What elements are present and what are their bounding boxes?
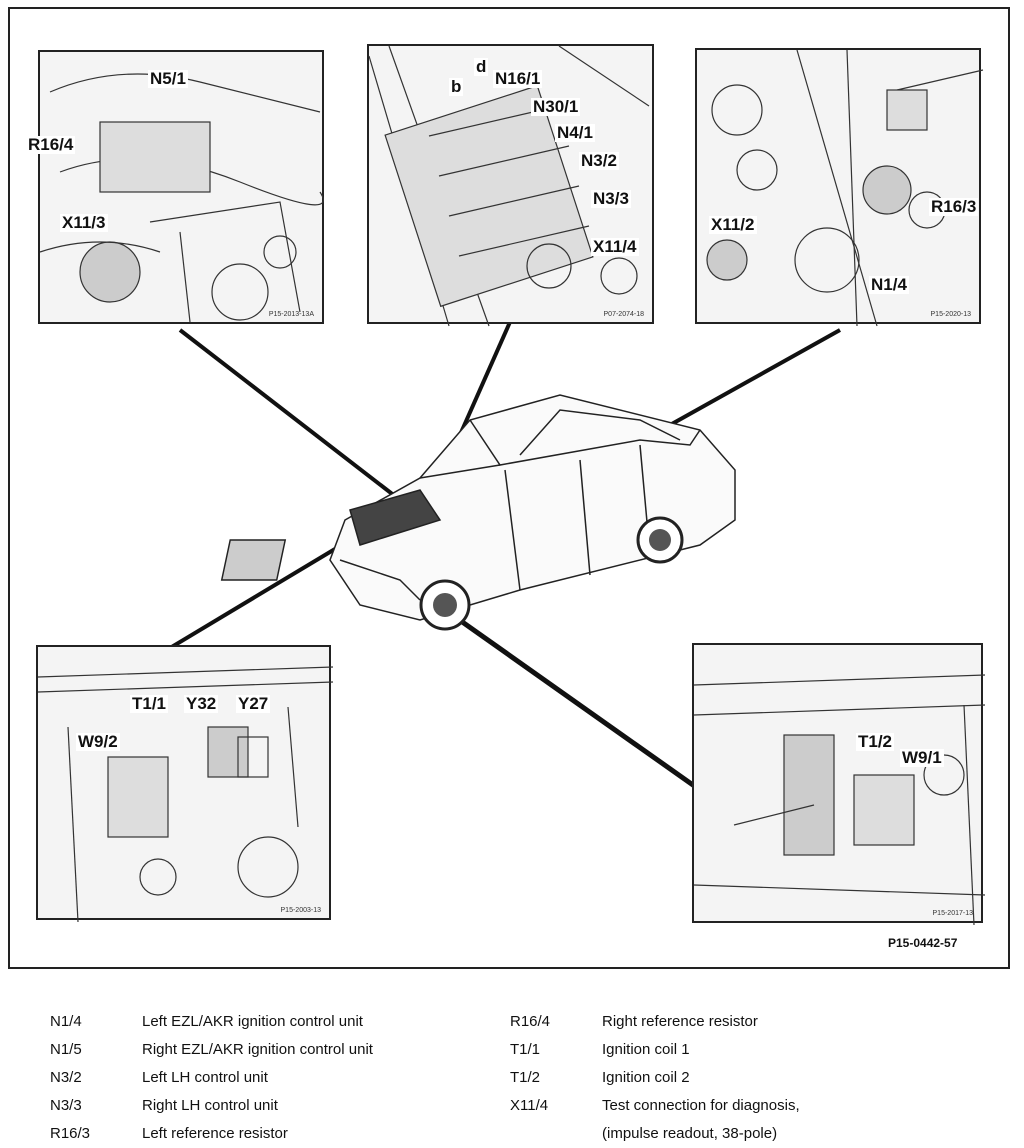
engine-detail-image <box>39 73 324 323</box>
legend-code: N3/3 <box>50 1097 82 1114</box>
label-n16-1: N16/1 <box>493 69 543 88</box>
label-n5-1: N5/1 <box>148 69 188 88</box>
panel-code: P15-2003-13 <box>280 907 321 914</box>
connector-bottom-left <box>168 538 352 650</box>
panel-top-left: N5/1 R16/4 X11/3 P15-2013-13A <box>26 50 324 324</box>
connector-top-left <box>178 328 402 502</box>
label-r16-3: R16/3 <box>929 197 979 216</box>
legend-code: X11/4 <box>510 1097 549 1114</box>
figure-id: P15-0442-57 <box>888 936 958 950</box>
legend-item: N1/5 Right EZL/AKR ignition control unit <box>50 1036 373 1064</box>
legend-item: X11/4 Test connection for diagnosis, <box>510 1092 800 1120</box>
label-n3-2: N3/2 <box>579 151 619 170</box>
legend-item: N3/3 Right LH control unit <box>50 1092 373 1120</box>
control-unit-detail-image <box>368 45 650 327</box>
legend-code: N1/5 <box>50 1041 82 1058</box>
legend-item: T1/1 Ignition coil 1 <box>510 1036 800 1064</box>
legend-code: T1/2 <box>510 1069 541 1086</box>
panel-bottom-left: T1/1 Y32 Y27 W9/2 P15-2003-13 <box>36 645 334 923</box>
panel-code: P15-2017-13 <box>932 910 973 917</box>
legend-desc: Test connection for diagnosis, <box>602 1097 800 1114</box>
label-n4-1: N4/1 <box>555 123 595 142</box>
label-y27: Y27 <box>236 694 271 713</box>
ignition-coil-detail-image <box>37 666 334 923</box>
label-n1-4: N1/4 <box>869 275 909 294</box>
legend-desc: Right EZL/AKR ignition control unit <box>142 1041 373 1058</box>
label-d: d <box>474 57 489 76</box>
panel-top-right: R16/3 X11/2 N1/4 P15-2020-13 <box>695 48 984 327</box>
panel-top-center: b d N16/1 N30/1 N4/1 N3/2 N3/3 X11/4 P07… <box>367 44 654 327</box>
label-n30-1: N30/1 <box>531 97 581 116</box>
panel-code: P15-2020-13 <box>930 311 971 318</box>
ignition-coil-detail-image <box>693 674 986 926</box>
label-t1-2: T1/2 <box>856 732 895 751</box>
legend-code: R16/4 <box>510 1013 551 1030</box>
legend-desc: Right reference resistor <box>602 1013 758 1030</box>
legend-item: R16/4 Right reference resistor <box>510 1008 800 1036</box>
panel-code: P07-2074-18 <box>603 311 644 318</box>
label-x11-2: X11/2 <box>709 215 757 234</box>
legend-code: T1/1 <box>510 1041 541 1058</box>
figure-frame <box>8 7 1010 969</box>
label-w9-1: W9/1 <box>900 748 944 767</box>
label-x11-3: X11/3 <box>60 213 108 232</box>
legend-code: N3/2 <box>50 1069 82 1086</box>
label-y32: Y32 <box>184 694 219 713</box>
legend-item: N3/2 Left LH control unit <box>50 1064 373 1092</box>
legend-desc: Left LH control unit <box>142 1069 268 1086</box>
panel-bottom-right: T1/2 W9/1 P15-2017-13 <box>692 643 986 926</box>
legend-code <box>510 1120 602 1148</box>
label-w9-2: W9/2 <box>76 732 120 751</box>
legend-desc: Right LH control unit <box>142 1097 278 1114</box>
legend-desc: Left reference resistor <box>142 1125 288 1142</box>
legend-left: N1/4 Left EZL/AKR ignition control unit N… <box>50 1008 373 1148</box>
legend-item: R16/3 Left reference resistor <box>50 1120 373 1148</box>
legend-item: T1/2 Ignition coil 2 <box>510 1064 800 1092</box>
label-b: b <box>449 77 464 96</box>
legend-desc: (impulse readout, 38-pole) <box>602 1125 778 1142</box>
engine-detail-image <box>706 49 984 327</box>
label-t1-1: T1/1 <box>130 694 169 713</box>
legend-code: R16/3 <box>50 1125 91 1142</box>
legend-item: N1/4 Left EZL/AKR ignition control unit <box>50 1008 373 1036</box>
label-r16-4: R16/4 <box>26 135 76 154</box>
legend-item: (impulse readout, 38-pole) <box>510 1120 800 1148</box>
legend-code: N1/4 <box>50 1013 82 1030</box>
legend-desc: Left EZL/AKR ignition control unit <box>142 1013 363 1030</box>
label-n3-3: N3/3 <box>591 189 631 208</box>
label-x11-4: X11/4 <box>591 237 639 256</box>
legend-desc: Ignition coil 2 <box>602 1069 690 1086</box>
panel-code: P15-2013-13A <box>268 311 314 318</box>
legend-desc: Ignition coil 1 <box>602 1041 690 1058</box>
